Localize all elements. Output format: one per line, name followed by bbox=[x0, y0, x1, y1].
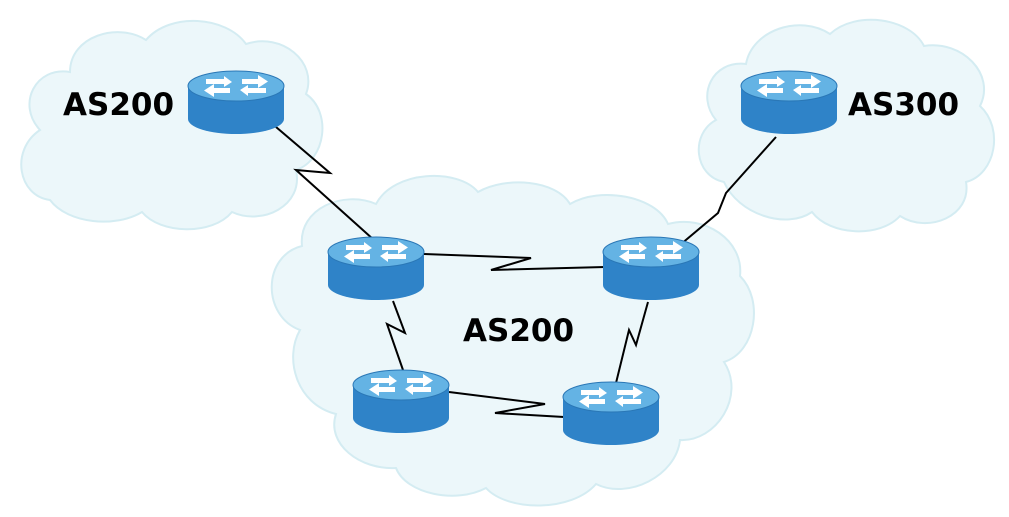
router-core-bottom-left bbox=[352, 369, 450, 434]
router-icon bbox=[602, 236, 700, 301]
link-core-top-right-to-core-bottom-right bbox=[615, 301, 649, 384]
link-core-top-left-to-core-bottom-left bbox=[385, 300, 407, 371]
router-icon bbox=[327, 236, 425, 301]
router-core-bottom-right bbox=[562, 381, 660, 446]
as-label-center: AS200 bbox=[463, 313, 574, 349]
router-as300-edge bbox=[740, 70, 838, 135]
router-core-top-left bbox=[327, 236, 425, 301]
link-core-bottom-left-to-core-bottom-right bbox=[448, 391, 565, 418]
link-core-top-left-to-core-top-right bbox=[423, 253, 606, 271]
link-as200-edge-to-core-top-left bbox=[275, 126, 375, 241]
as-label-right-top: AS300 bbox=[848, 87, 959, 123]
cloud-right-top bbox=[697, 18, 995, 233]
router-icon bbox=[352, 369, 450, 434]
router-core-top-right bbox=[602, 236, 700, 301]
router-icon bbox=[562, 381, 660, 446]
router-as200-edge bbox=[187, 70, 285, 135]
router-icon bbox=[740, 70, 838, 135]
link-as300-edge-to-core-top-right bbox=[667, 136, 777, 256]
as-label-left-top: AS200 bbox=[63, 87, 174, 123]
links bbox=[275, 126, 777, 418]
router-icon bbox=[187, 70, 285, 135]
